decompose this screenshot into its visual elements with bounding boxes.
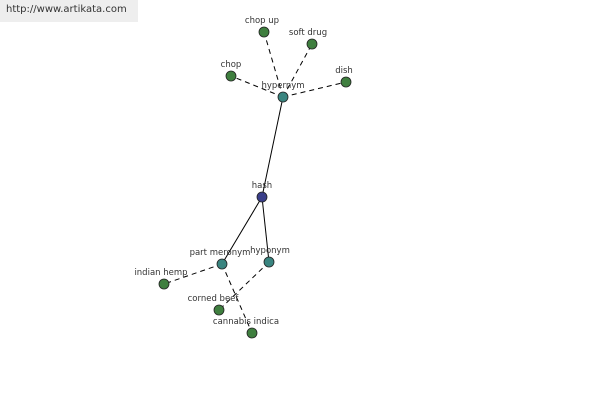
- word-node-corned-beef[interactable]: corned beef: [188, 294, 240, 316]
- graph-edges: [163, 31, 347, 334]
- relation-node-label: hyponym: [250, 246, 290, 256]
- edge-hypernym-chop-up: [263, 31, 284, 98]
- relation-node-part-meronym[interactable]: part meronym: [190, 248, 251, 270]
- word-node-circle[interactable]: [340, 76, 352, 88]
- edge-hash-hypernym: [261, 96, 284, 198]
- word-node-chop[interactable]: chop: [221, 60, 242, 82]
- word-node-soft-drug[interactable]: soft drug: [289, 28, 327, 50]
- relation-node-circle[interactable]: [277, 91, 289, 103]
- edge-hash-hyponym: [261, 196, 270, 263]
- word-node-dish[interactable]: dish: [335, 66, 353, 88]
- relation-node-circle[interactable]: [216, 258, 228, 270]
- word-node-label: indian hemp: [134, 268, 187, 278]
- word-node-circle[interactable]: [225, 70, 237, 82]
- word-node-cannabis-indica[interactable]: cannabis indica: [213, 317, 279, 339]
- edge-hypernym-chop: [230, 75, 284, 98]
- word-node-chop-up[interactable]: chop up: [245, 16, 279, 38]
- edge-hash-part-meronym: [221, 196, 263, 265]
- word-node-label: chop up: [245, 16, 279, 26]
- watermark-url[interactable]: http://www.artikata.com: [0, 0, 138, 22]
- edge-hypernym-soft-drug: [282, 43, 313, 98]
- word-node-label: cannabis indica: [213, 317, 279, 327]
- word-node-indian-hemp[interactable]: indian hemp: [134, 268, 188, 290]
- center-node-circle[interactable]: [256, 191, 268, 203]
- word-node-circle[interactable]: [306, 38, 318, 50]
- edge-hyponym-corned-beef: [218, 261, 270, 311]
- word-node-circle[interactable]: [158, 278, 170, 290]
- word-node-label: soft drug: [289, 28, 327, 38]
- word-node-label: chop: [221, 60, 242, 70]
- center-node-label: hash: [252, 181, 272, 191]
- word-node-circle[interactable]: [213, 304, 225, 316]
- word-node-circle[interactable]: [246, 327, 258, 339]
- edge-hypernym-dish: [282, 81, 347, 98]
- center-node-center[interactable]: hash: [252, 181, 272, 203]
- edge-part-meronym-cannabis-indica: [221, 263, 253, 334]
- relation-node-hyponym[interactable]: hyponym: [250, 246, 290, 268]
- relation-node-label: part meronym: [190, 248, 251, 258]
- graph-nodes: chop up soft drug chop dish indian hemp canna…: [134, 16, 353, 339]
- word-node-circle[interactable]: [258, 26, 270, 38]
- relation-node-circle[interactable]: [263, 256, 275, 268]
- edge-part-meronym-indian-hemp: [163, 263, 223, 285]
- relation-node-label: hypernym: [261, 81, 304, 91]
- relation-node-hypernym[interactable]: hypernym: [261, 81, 305, 103]
- word-node-label: corned beef: [188, 294, 240, 304]
- word-node-label: dish: [335, 66, 353, 76]
